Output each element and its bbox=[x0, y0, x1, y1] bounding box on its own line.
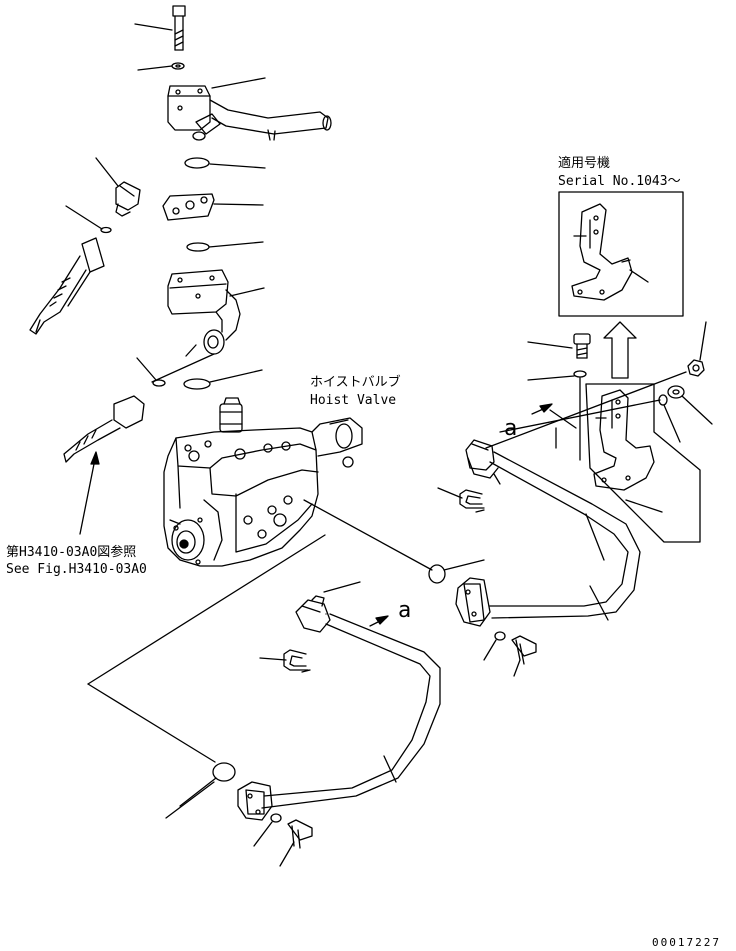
bracket bbox=[593, 389, 655, 491]
hoist-valve-label-jp: ホイストバルブ bbox=[310, 375, 401, 390]
u-bolt-upper bbox=[459, 489, 485, 513]
reference-label-jp: 第H3410-03A0図参照 bbox=[6, 545, 137, 560]
tube-lower bbox=[237, 595, 441, 821]
tube-upper bbox=[455, 439, 641, 627]
top-bolt bbox=[172, 5, 186, 51]
o-ring-2 bbox=[186, 242, 210, 252]
reference-label-en: See Fig.H3410-03A0 bbox=[6, 562, 147, 577]
top-washer bbox=[171, 62, 185, 70]
washer-flange-upper bbox=[494, 631, 506, 641]
view-mark-a-upper: a bbox=[504, 416, 518, 441]
hose-lower bbox=[63, 395, 145, 463]
view-mark-a-lower: a bbox=[398, 598, 412, 623]
serial-label-en: Serial No.1043〜 bbox=[558, 174, 681, 189]
o-ring-flange-lower bbox=[212, 762, 236, 782]
bolt-flange-upper bbox=[511, 635, 537, 665]
drawing-number: 00017227 bbox=[652, 936, 721, 949]
elbow-flange-upper bbox=[167, 85, 332, 141]
o-ring-flange-upper bbox=[428, 564, 446, 584]
reference-arrow bbox=[79, 453, 97, 535]
hoist-valve-body bbox=[163, 397, 363, 567]
u-bolt-lower bbox=[283, 649, 311, 673]
swivel-fitting-upper bbox=[115, 181, 141, 217]
bracket-frame bbox=[585, 383, 701, 543]
o-ring-small-2 bbox=[152, 379, 166, 387]
hose-upper bbox=[29, 237, 105, 335]
gasket-plate bbox=[162, 193, 215, 221]
serial-inset-frame bbox=[558, 191, 684, 317]
bracket-washer bbox=[573, 370, 587, 378]
leader-small bbox=[323, 581, 361, 593]
bracket-inset bbox=[571, 203, 633, 301]
hoist-valve-label-en: Hoist Valve bbox=[310, 393, 397, 408]
up-arrow bbox=[603, 321, 637, 379]
elbow-flange-lower bbox=[167, 269, 241, 355]
bolt-flange-lower bbox=[287, 819, 313, 849]
washer-right-1 bbox=[667, 385, 685, 399]
washer-flange-lower bbox=[270, 813, 282, 823]
o-ring-1 bbox=[184, 157, 210, 169]
o-ring-small-1 bbox=[100, 226, 112, 234]
nut-right bbox=[687, 359, 705, 377]
serial-label-jp: 適用号機 bbox=[558, 156, 611, 171]
o-ring-3 bbox=[183, 378, 211, 390]
bracket-bolt bbox=[573, 333, 591, 359]
